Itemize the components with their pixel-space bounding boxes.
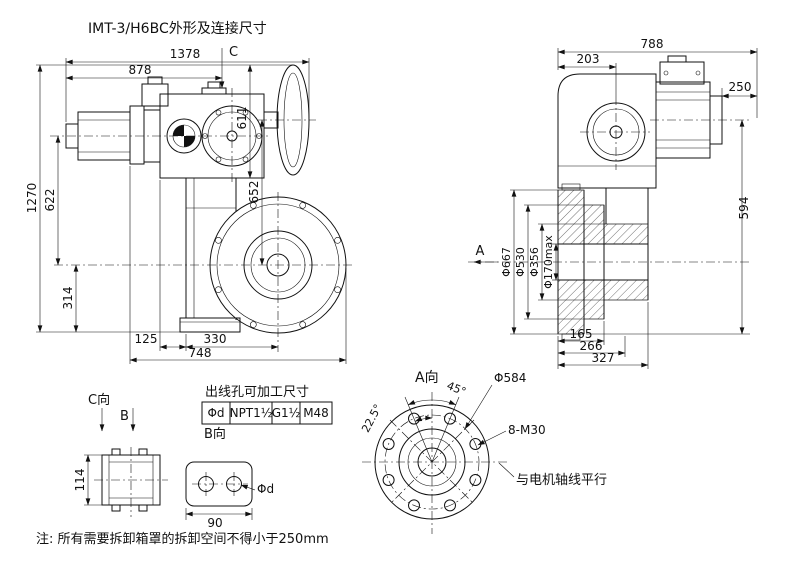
dim-125: 125 [135,332,158,346]
view-c-label: C向 [88,392,110,408]
side-extension-lines [510,48,758,369]
view-b-plate [185,461,253,507]
dim-250: 250 [729,80,752,94]
dim-327: 327 [592,351,615,365]
drawing-note: 注: 所有需要拆卸箱罩的拆卸空间不得小于250mm [36,531,329,547]
dim-611: 611 [235,107,249,130]
angle-45-label: 45° [445,379,468,398]
angle-ray-right [431,396,460,463]
side-view: A 788 203 250 [468,37,758,369]
front-dimensions: 1378 878 C 1270 622 314 611 652 125 330 … [25,45,347,363]
dim-748: 748 [189,346,212,360]
bolt-holes [382,412,482,512]
section-label-c: C [229,45,238,60]
dim-314: 314 [61,287,75,310]
side-body [557,73,657,189]
dim-165: 165 [570,327,593,341]
dim-1270: 1270 [25,183,39,214]
dim-114: 114 [73,469,87,492]
outlet-table-title: 出线孔可加工尺寸 [205,385,309,400]
support-column [179,178,241,333]
dim-667: Φ667 [500,247,513,277]
axis-note-leader [498,462,515,478]
dim-878: 878 [129,63,152,77]
drawing-title: IMT-3/H6BC外形及连接尺寸 [88,20,267,37]
outlet-table: 出线孔可加工尺寸 Φd NPT1½ G1½ M48 [201,385,333,425]
junction-box [141,76,169,107]
hole-d-leader [240,484,256,491]
hole-d-label: Φd [257,482,274,496]
view-b-label: B向 [204,426,226,442]
dim-203: 203 [577,52,600,66]
dim-266: 266 [580,339,603,353]
view-b-dir-label: B [120,409,129,424]
angle-ray-left [404,396,433,463]
outlet-cell-3: M48 [303,406,329,420]
dim-90: 90 [207,516,222,530]
angle-45-arc [407,399,457,405]
dim-330: 330 [204,332,227,346]
dim-170: Φ170max [542,235,555,289]
dim-530: Φ530 [514,247,527,277]
outlet-table-border [201,401,333,425]
side-motor [650,55,750,159]
view-b: B向 Φd 90 [185,426,274,530]
outlet-cell-0: Φd [207,406,224,420]
dim-1378: 1378 [170,47,201,61]
view-a-label: A向 [415,370,439,386]
side-dimensions: 788 203 250 594 Φ667 Φ530 Φ356 Φ170max 1… [500,37,758,368]
view-label-a: A [476,244,485,259]
bolt-spec-leader [477,430,507,446]
front-view: 1378 878 C 1270 622 314 611 652 125 330 … [25,45,352,364]
outlet-cell-1: NPT1½ [230,406,273,420]
dim-594: 594 [737,197,751,220]
dim-622: 622 [43,189,57,212]
bolt-spec: 8-M30 [508,423,546,437]
view-a: A向 45° 22.5° Φ584 8-M30 与电机轴线平行 [359,370,607,534]
outlet-cell-2: G1½ [272,406,301,420]
dim-584: Φ584 [494,371,526,385]
dia-584-leader [464,384,493,430]
dim-652: 652 [247,181,261,204]
view-c: C向 B 114 [73,392,168,517]
dim-788: 788 [641,37,664,51]
axis-note: 与电机轴线平行 [516,473,607,488]
angle-225-arc [414,415,433,422]
angle-225-label: 22.5° [359,402,385,435]
dim-356: Φ356 [528,247,541,277]
view-c-part [94,447,168,517]
motor [65,105,161,165]
